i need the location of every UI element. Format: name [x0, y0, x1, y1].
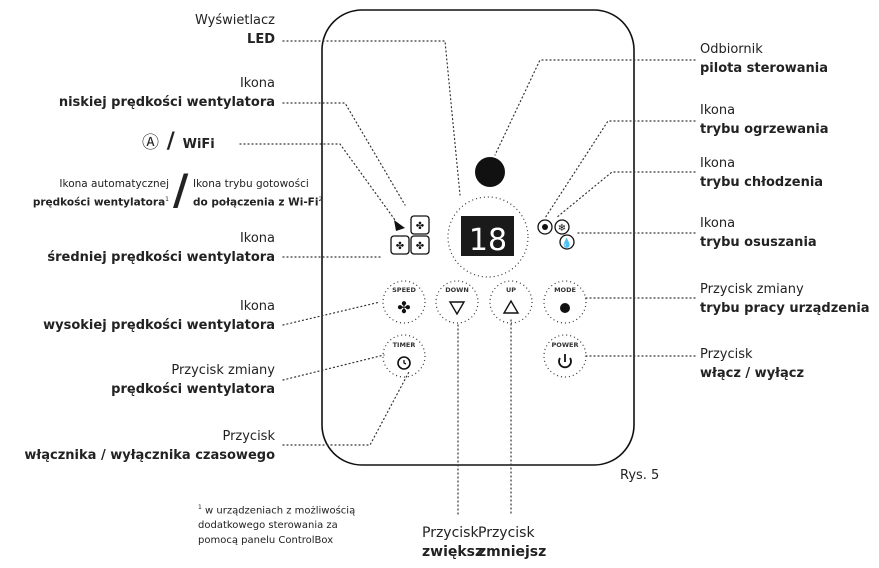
label-cool: Ikona trybu chłodzenia	[700, 156, 824, 190]
svg-text:SPEED: SPEED	[392, 286, 416, 294]
svg-text:DOWN: DOWN	[445, 286, 469, 294]
label-up-button: Przycisk zmniejsz	[478, 525, 547, 560]
leader-lines	[239, 40, 696, 516]
led-display	[461, 216, 514, 256]
leader-led	[282, 40, 461, 196]
fan-auto-arrow-icon	[394, 220, 405, 231]
timer-button[interactable]: TIMER	[382, 334, 426, 378]
display-digits: 18	[469, 223, 507, 258]
down-button[interactable]: DOWN	[435, 280, 479, 324]
label-timer-button: Przycisk włącznika / wyłącznika czasoweg…	[24, 429, 275, 463]
fan-mid-icon	[390, 235, 410, 255]
label-dry: Ikona trybu osuszania	[700, 216, 817, 250]
label-receiver: Odbiornik pilota sterowania	[700, 42, 829, 76]
label-fan-mid: Ikona średniej prędkości wentylatora	[47, 231, 275, 265]
leader-receiver	[494, 59, 696, 156]
leader-heat	[544, 120, 696, 219]
label-down-button: Przycisk zwiększ	[422, 525, 484, 560]
svg-text:✤: ✤	[396, 241, 404, 252]
mode-icons: ❄ 💧	[537, 219, 575, 250]
svg-text:💧: 💧	[561, 237, 572, 249]
label-power-button: Przycisk włącz / wyłącz	[700, 347, 805, 381]
fan-high-icon	[410, 235, 430, 255]
svg-text:POWER: POWER	[552, 341, 579, 349]
power-button[interactable]: POWER	[543, 334, 587, 378]
speed-button[interactable]: SPEED ✤	[382, 280, 426, 324]
leader-fan-high	[282, 301, 381, 326]
footnote-1: 1 w urządzeniach z możliwością dodatkowe…	[198, 504, 356, 547]
svg-text:✤: ✤	[416, 241, 424, 252]
triangle-down-icon	[448, 301, 466, 316]
svg-text:UP: UP	[506, 286, 516, 294]
ir-receiver	[475, 157, 505, 187]
fan-icon: ✤	[397, 298, 410, 317]
mode-icon	[560, 303, 570, 313]
leader-timer	[282, 369, 411, 446]
fan-low-icon	[410, 215, 430, 235]
up-button[interactable]: UP	[489, 280, 533, 324]
label-fan-auto: Ikona automatycznej prędkości wentylator…	[32, 178, 169, 209]
leader-wifi	[239, 143, 396, 221]
display-ring	[447, 196, 529, 278]
label-wifi-standby: Ikona trybu gotowości do połączenia z Wi…	[193, 178, 323, 209]
fan-icons: ✤ ✤ ✤	[390, 215, 430, 255]
leader-fan-low	[282, 102, 406, 206]
label-wifi: Ⓐ / WiFi	[142, 129, 215, 154]
power-icon	[558, 357, 572, 369]
svg-text:✤: ✤	[416, 221, 424, 232]
label-heat: Ikona trybu ogrzewania	[700, 103, 829, 137]
label-fan-low: Ikona niskiej prędkości wentylatora	[58, 76, 275, 110]
clock-icon	[397, 356, 411, 370]
leader-speed	[282, 354, 385, 381]
label-speed-button: Przycisk zmiany prędkości wentylatora	[111, 363, 275, 397]
big-slash: /	[173, 165, 189, 214]
heat-mode-icon	[537, 219, 553, 235]
label-mode-button: Przycisk zmiany trybu pracy urządzenia	[700, 282, 870, 316]
auto-a-icon: Ⓐ	[142, 133, 159, 153]
leader-cool	[555, 171, 696, 219]
dry-mode-icon	[559, 234, 575, 250]
label-fan-high: Ikona wysokiej prędkości wentylatora	[43, 299, 275, 333]
svg-text:TIMER: TIMER	[393, 341, 416, 349]
triangle-up-icon	[502, 299, 520, 314]
svg-text:❄: ❄	[558, 223, 566, 234]
figure-reference: Rys. 5	[620, 468, 660, 483]
label-led: Wyświetlacz LED	[195, 13, 275, 47]
cool-mode-icon	[554, 219, 570, 235]
mode-button[interactable]: MODE	[543, 280, 587, 324]
svg-text:MODE: MODE	[554, 286, 576, 294]
